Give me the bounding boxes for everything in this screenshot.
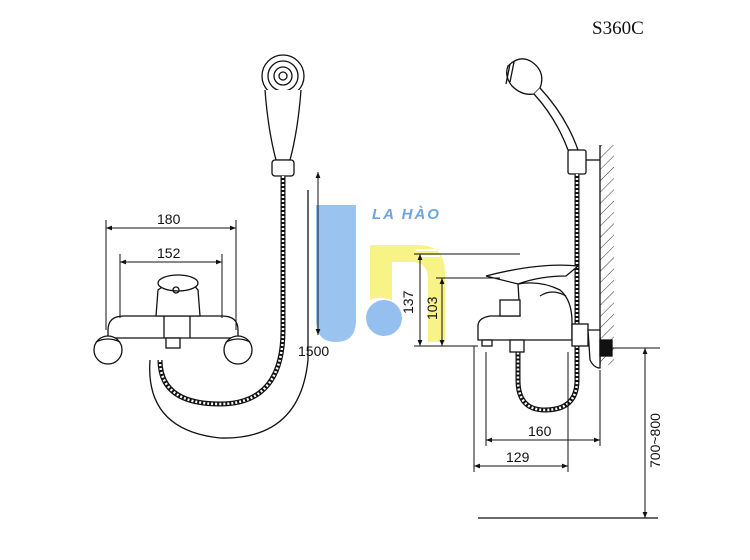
side-holder bbox=[567, 149, 587, 175]
wall-hatch bbox=[600, 145, 614, 365]
dim-mount-height: 700~800 bbox=[647, 413, 663, 468]
side-spout-knob bbox=[499, 299, 521, 317]
dim-height-total: 137 bbox=[400, 290, 416, 314]
mixer-body bbox=[107, 315, 239, 339]
brand-blue-dot bbox=[366, 300, 402, 336]
side-body bbox=[477, 282, 573, 341]
side-shower-head bbox=[506, 58, 543, 95]
dim-width-outer: 180 bbox=[157, 211, 181, 227]
shower-handle bbox=[264, 89, 302, 161]
side-view bbox=[477, 58, 658, 519]
left-wall-flange bbox=[93, 335, 123, 365]
side-flange bbox=[587, 329, 601, 369]
front-view bbox=[93, 54, 309, 439]
dim-height-spout: 103 bbox=[424, 296, 440, 320]
front-dimensions bbox=[105, 172, 321, 335]
side-connector bbox=[571, 323, 589, 347]
dim-depth-outlet: 160 bbox=[528, 423, 552, 439]
side-dimensions bbox=[414, 253, 660, 518]
brand-blue-arch bbox=[316, 205, 356, 342]
right-wall-flange bbox=[223, 335, 253, 365]
brand-yellow-arch bbox=[370, 245, 445, 342]
dim-hose-length: 1500 bbox=[298, 343, 329, 359]
side-shower-handle bbox=[533, 87, 579, 151]
dim-depth-body: 129 bbox=[506, 449, 530, 465]
diverter bbox=[165, 337, 181, 349]
dim-width-inner: 152 bbox=[157, 245, 181, 261]
mixer-lever-top bbox=[157, 274, 199, 292]
side-outlet bbox=[509, 339, 525, 353]
side-lever bbox=[485, 264, 580, 285]
brand-name: LA HÀO bbox=[372, 206, 441, 223]
hose-loop bbox=[149, 190, 309, 439]
model-code: S360C bbox=[592, 18, 644, 39]
shower-holder bbox=[271, 159, 295, 177]
brand-watermark: LA HÀO bbox=[316, 205, 445, 342]
